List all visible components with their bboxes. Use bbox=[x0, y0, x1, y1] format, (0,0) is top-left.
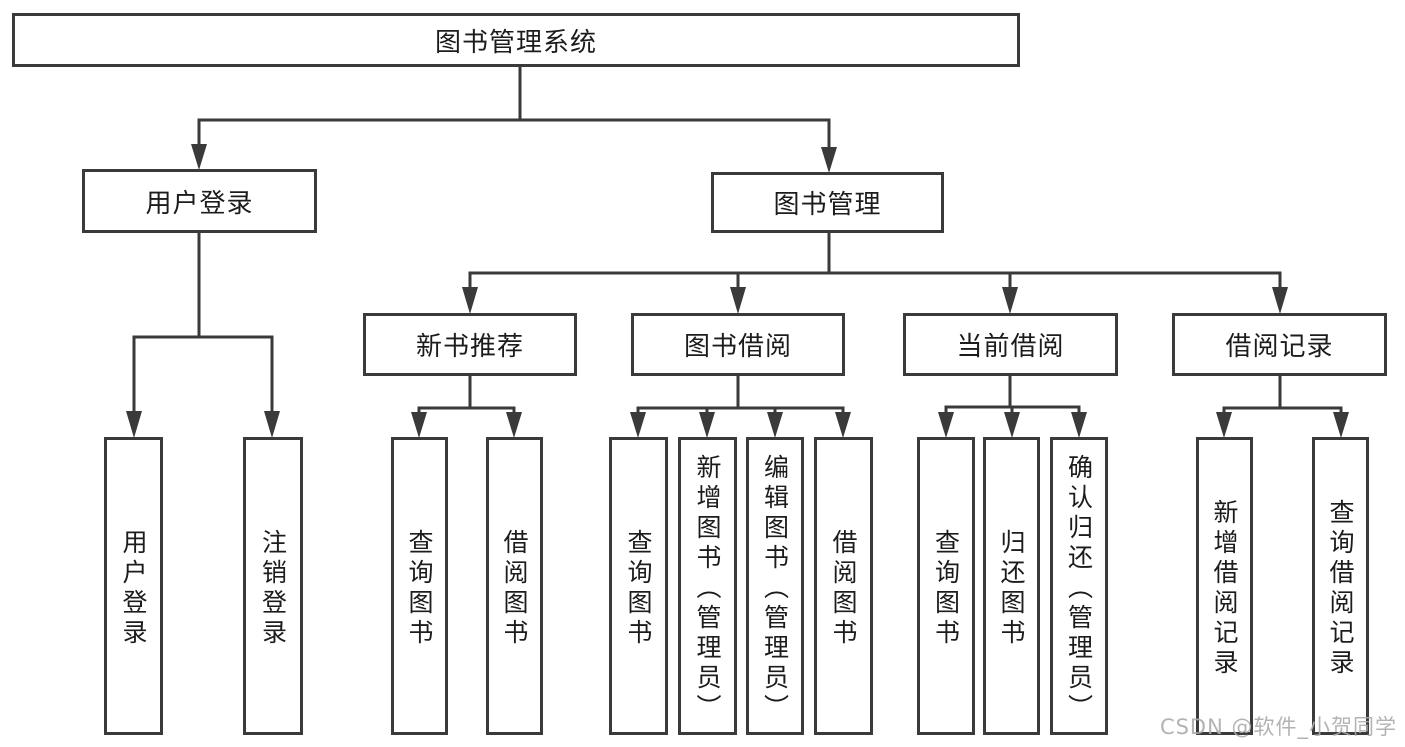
node-login-action-label: 用户登录 bbox=[119, 528, 148, 649]
node-bb-add-book: 新增图书（管理员） bbox=[678, 437, 737, 735]
node-logout-action: 注销登录 bbox=[243, 437, 303, 735]
node-cb-return-book-label: 归还图书 bbox=[997, 528, 1026, 649]
node-book-mgmt-label: 图书管理 bbox=[773, 190, 882, 220]
node-bb-edit-book-label: 编辑图书（管理员） bbox=[760, 453, 790, 724]
node-cb-confirm-return-label: 确认归还（管理员） bbox=[1064, 453, 1094, 724]
node-borrow-records-label: 借阅记录 bbox=[1225, 332, 1334, 362]
node-book-borrow-label: 图书借阅 bbox=[683, 332, 792, 362]
node-book-borrow: 图书借阅 bbox=[631, 313, 845, 376]
node-user-login-label: 用户登录 bbox=[145, 188, 254, 219]
node-rec-borrow-book: 借阅图书 bbox=[486, 437, 543, 735]
node-br-query-record-label: 查询借阅记录 bbox=[1326, 498, 1355, 679]
node-bb-borrow-book-label: 借阅图书 bbox=[829, 528, 858, 649]
arrowheads bbox=[126, 144, 1349, 438]
node-borrow-records: 借阅记录 bbox=[1172, 313, 1387, 376]
node-new-book-rec: 新书推荐 bbox=[363, 313, 577, 376]
node-new-book-rec-label: 新书推荐 bbox=[415, 332, 524, 362]
node-br-add-record-label: 新增借阅记录 bbox=[1210, 498, 1239, 679]
node-cb-query-book: 查询图书 bbox=[917, 437, 975, 735]
node-current-borrow-label: 当前借阅 bbox=[956, 332, 1065, 362]
node-rec-query-book: 查询图书 bbox=[391, 437, 448, 735]
csdn-watermark: CSDN @软件_小贺同学 bbox=[1159, 715, 1397, 739]
node-bb-edit-book: 编辑图书（管理员） bbox=[746, 437, 804, 735]
node-cb-query-book-label: 查询图书 bbox=[931, 528, 961, 649]
node-cb-return-book: 归还图书 bbox=[983, 437, 1040, 735]
node-br-add-record: 新增借阅记录 bbox=[1196, 437, 1253, 735]
node-user-login: 用户登录 bbox=[82, 169, 317, 233]
node-rec-borrow-book-label: 借阅图书 bbox=[500, 528, 529, 649]
node-bb-query-book-label: 查询图书 bbox=[624, 528, 653, 649]
node-br-query-record: 查询借阅记录 bbox=[1312, 437, 1369, 735]
node-book-mgmt: 图书管理 bbox=[711, 172, 944, 233]
node-bb-borrow-book: 借阅图书 bbox=[814, 437, 873, 735]
node-bb-add-book-label: 新增图书（管理员） bbox=[693, 453, 722, 724]
node-bb-query-book: 查询图书 bbox=[609, 437, 668, 735]
node-root: 图书管理系统 bbox=[12, 13, 1020, 67]
node-rec-query-book-label: 查询图书 bbox=[405, 528, 434, 649]
node-cb-confirm-return: 确认归还（管理员） bbox=[1050, 437, 1108, 735]
node-login-action: 用户登录 bbox=[104, 437, 163, 735]
node-root-label: 图书管理系统 bbox=[434, 27, 597, 58]
node-current-borrow: 当前借阅 bbox=[903, 313, 1118, 376]
node-logout-action-label: 注销登录 bbox=[258, 528, 288, 649]
